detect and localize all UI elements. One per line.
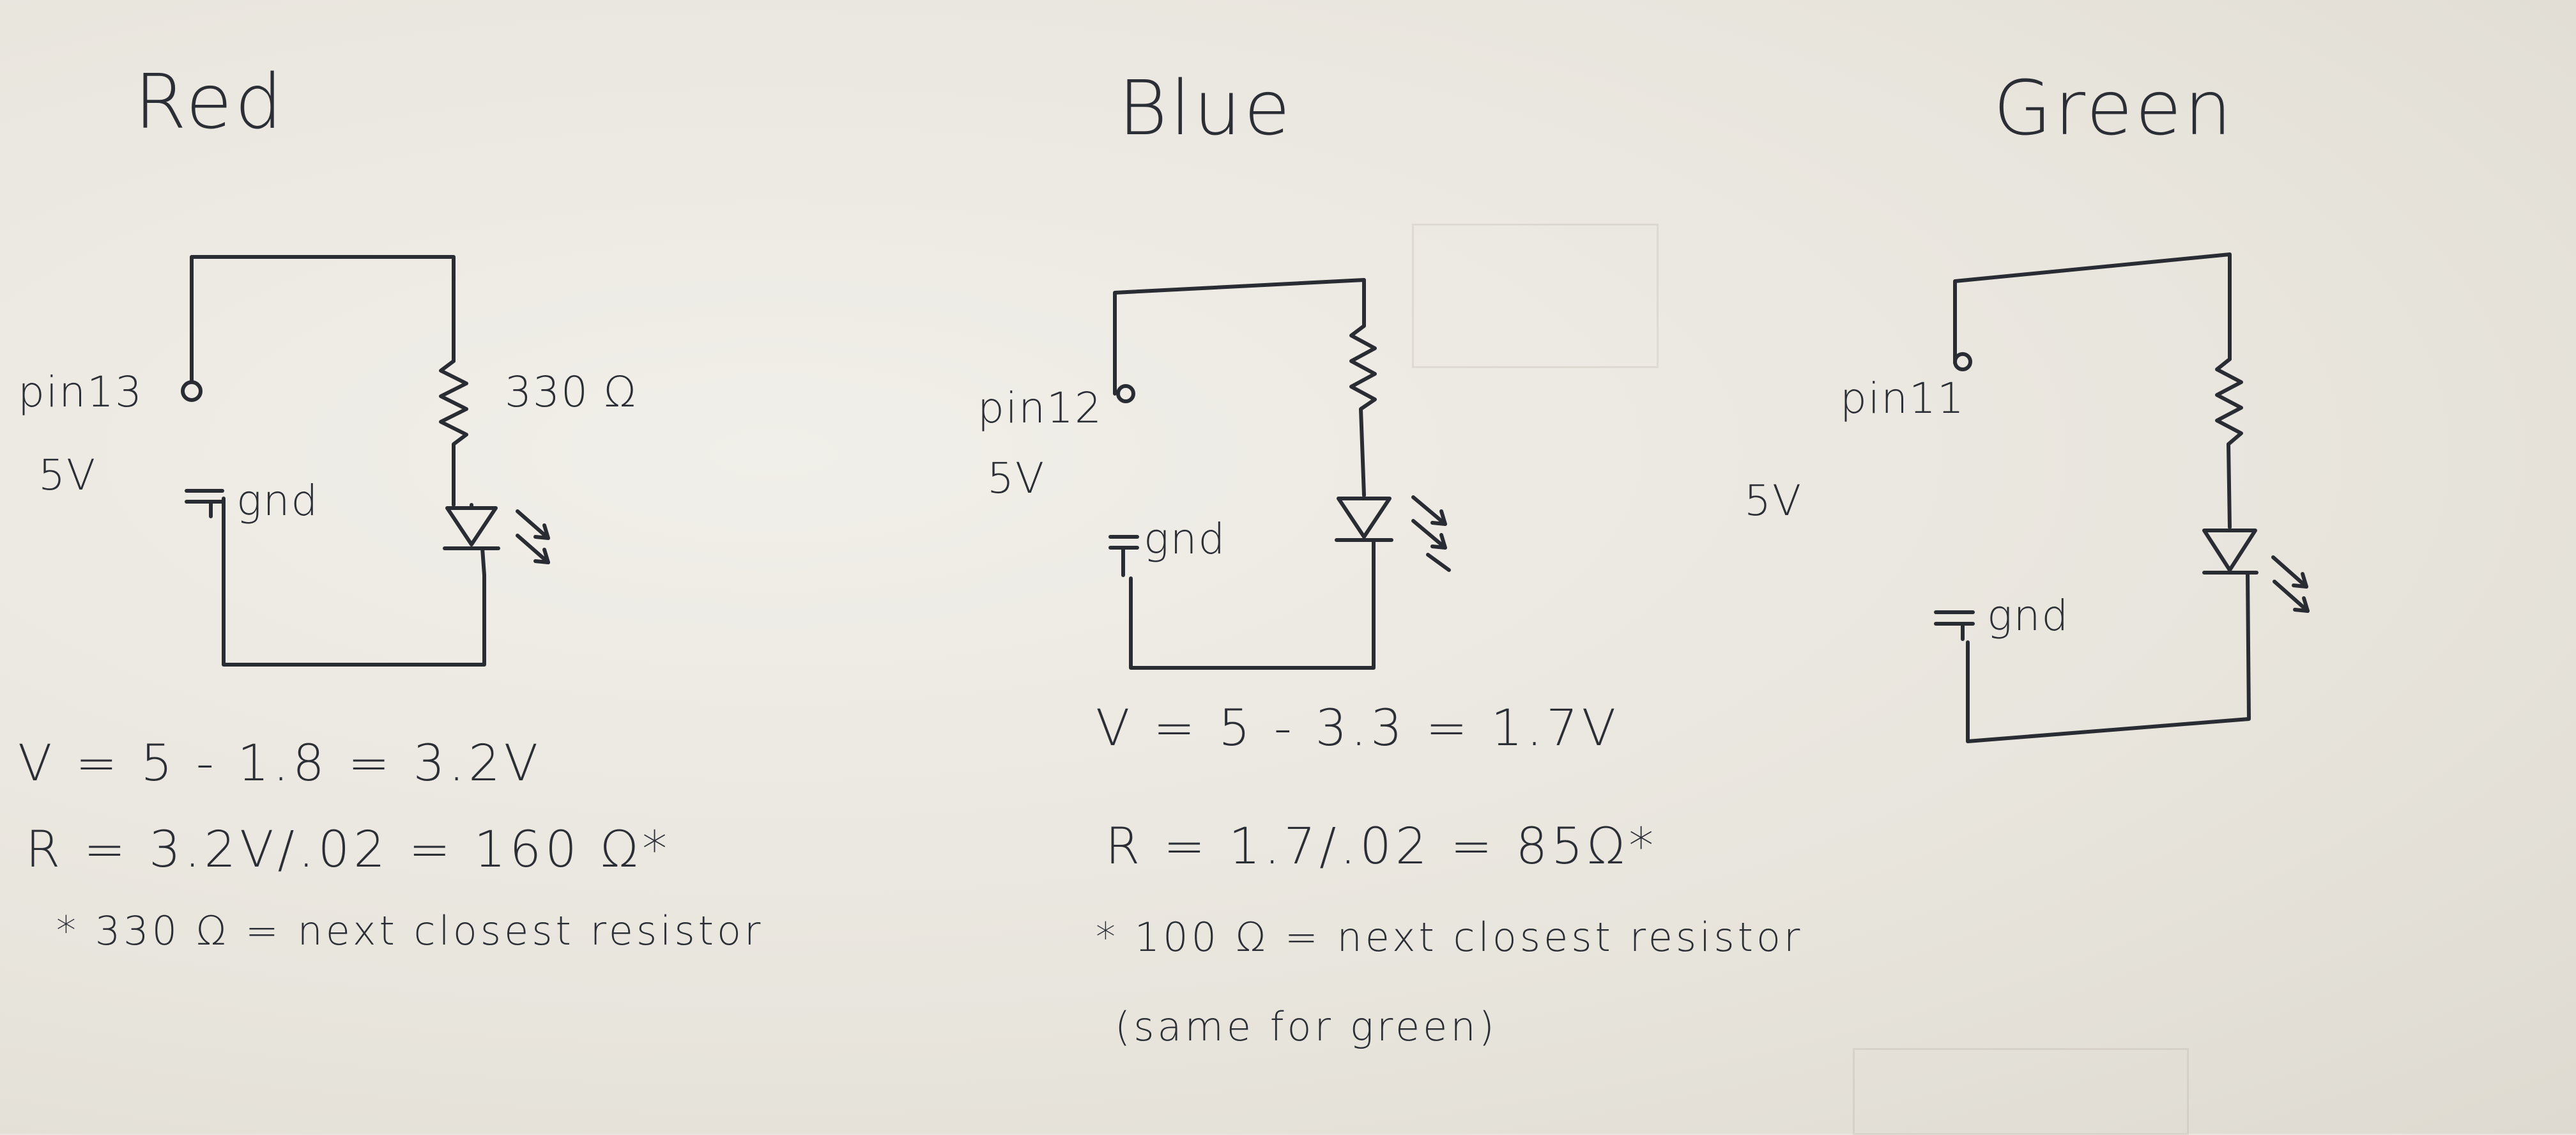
red-title: Red [134, 58, 286, 146]
blue-wire-top [1113, 278, 1366, 396]
green-pin-terminal [1953, 352, 1972, 371]
green-ground-label: gnd [1987, 591, 2070, 640]
blue-ground-label: gnd [1144, 514, 1227, 564]
red-pin-label: pin13 [18, 367, 144, 417]
red-circuit [181, 255, 550, 667]
red-voltage-equation: V = 5 - 1.8 = 3.2V [18, 735, 542, 792]
red-resistor-label: 330 Ω [505, 367, 638, 417]
green-ground-symbol [1934, 610, 1975, 641]
red-ground-symbol [185, 489, 224, 518]
red-wire-top [190, 255, 456, 384]
red-resistance-equation: R = 3.2V/.02 = 160 Ω* [26, 821, 671, 879]
green-pin-label: pin11 [1840, 374, 1966, 423]
blue-voltage-label: 5V [987, 454, 1046, 503]
red-ground-label: gnd [236, 476, 319, 525]
red-resistor-note: * 330 Ω = next closest resistor [56, 907, 764, 954]
green-voltage-label: 5V [1744, 476, 1803, 525]
red-resistor [439, 359, 468, 507]
blue-resistance-equation: R = 1.7/.02 = 85Ω* [1105, 818, 1658, 876]
red-pin-terminal [181, 380, 203, 402]
blue-shared-note: (same for green) [1115, 1003, 1498, 1050]
blue-resistor [1349, 324, 1377, 497]
blue-circuit [1108, 278, 1451, 670]
green-title: Green [1993, 64, 2235, 152]
green-wire-top [1953, 252, 2232, 365]
blue-voltage-equation: V = 5 - 3.3 = 1.7V [1096, 700, 1620, 757]
blue-resistor-note: * 100 Ω = next closest resistor [1096, 914, 1804, 961]
red-voltage-label: 5V [38, 451, 97, 500]
blue-title: Blue [1118, 64, 1293, 152]
red-led [222, 497, 550, 667]
bleed-through-box [1412, 224, 1659, 368]
blue-ground-symbol [1108, 535, 1139, 577]
blue-pin-terminal [1116, 384, 1135, 403]
blue-pin-label: pin12 [977, 383, 1103, 433]
green-led [1966, 529, 2310, 743]
blue-led [1129, 495, 1451, 670]
green-resistor [2215, 357, 2243, 529]
green-circuit [1934, 252, 2310, 743]
